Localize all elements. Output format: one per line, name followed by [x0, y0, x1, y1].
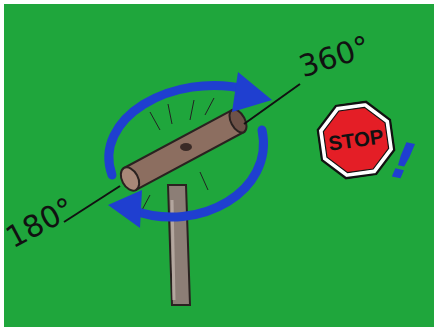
bar-hole — [180, 143, 192, 151]
rotation-arrow — [132, 130, 263, 217]
arrow-head — [108, 190, 142, 228]
motion-lines — [142, 98, 214, 210]
green-ground — [4, 4, 434, 327]
handle-bar — [124, 110, 244, 190]
bar-end — [117, 164, 143, 194]
stop-sign: STOP — [313, 97, 399, 183]
leader-line — [244, 84, 300, 124]
bar-end — [226, 107, 250, 136]
rotation-arrow — [109, 86, 250, 175]
arrow-head — [232, 72, 272, 112]
handle-post — [168, 185, 190, 305]
